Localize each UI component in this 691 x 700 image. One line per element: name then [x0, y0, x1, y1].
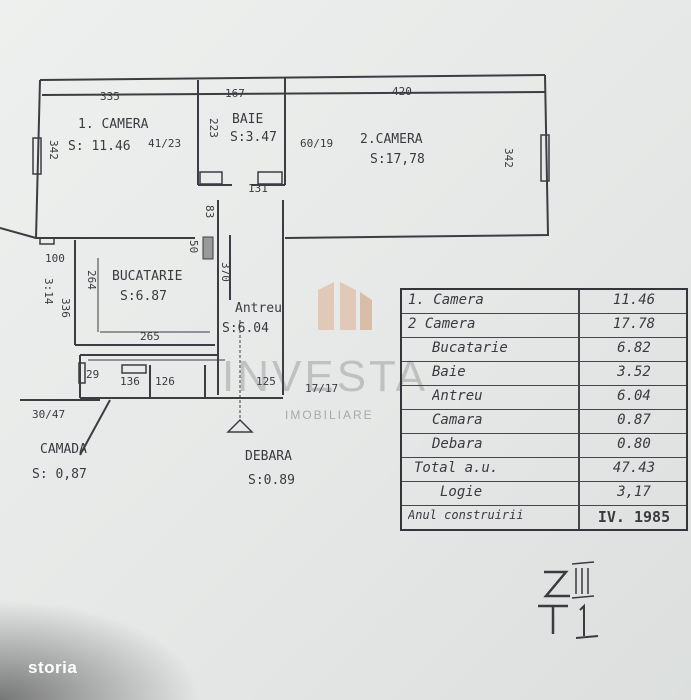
logo-shadow: [0, 600, 200, 700]
watermark-sub: IMOBILIARE: [285, 408, 374, 422]
room-baie-name: BAIE: [232, 112, 263, 127]
room-bucatarie-name: BUCATARIE: [112, 269, 182, 284]
row-value: 3,17: [617, 484, 651, 500]
row-value: 0.80: [617, 436, 651, 452]
outer-wall-top: [39, 74, 546, 81]
table-row: Logie 3,17: [402, 482, 686, 506]
dim-264: 264: [85, 270, 98, 290]
row-label: Debara: [432, 436, 483, 452]
row-value: 6.04: [617, 388, 651, 404]
dim-167: 167: [225, 87, 245, 100]
handwritten-signature: [536, 560, 606, 640]
dim-100: 100: [45, 252, 65, 265]
dim-314: 3:14: [42, 278, 55, 305]
walls: [0, 74, 550, 456]
row-label: 1. Camera: [408, 292, 484, 308]
dim-370: 370: [219, 262, 232, 282]
room-bucatarie-area: S:6.87: [120, 289, 167, 304]
row-value: 47.43: [612, 460, 656, 476]
stove-hatch: [202, 236, 214, 260]
room-camara-name: CAMADA: [40, 442, 87, 457]
outer-wall-right: [284, 74, 550, 239]
window-right: [540, 134, 550, 182]
dim-17-17: 17/17: [305, 382, 338, 395]
row-label: Anul construirii: [408, 508, 524, 522]
dim-29: 29: [86, 368, 99, 381]
door-swing-1: [199, 171, 223, 185]
row-label: Camara: [432, 412, 483, 428]
dim-50: 50: [187, 240, 200, 253]
table-row: Camara 0.87: [402, 410, 686, 434]
dim-60-19: 60/19: [300, 137, 333, 150]
room-antreu-area: S:6.04: [222, 321, 269, 336]
room-camera-2-area: S:17,78: [370, 152, 425, 167]
room-camera-1-name: 1. CAMERA: [78, 117, 149, 132]
table-row: Debara 0.80: [402, 434, 686, 458]
dim-342-right: 342: [502, 148, 515, 168]
room-debara-name: DEBARA: [245, 449, 292, 464]
door-swing-4: [78, 362, 86, 384]
row-label: Baie: [432, 364, 466, 380]
dim-136: 136: [120, 375, 140, 388]
dim-342-left: 342: [47, 140, 60, 160]
row-value: 11.46: [612, 292, 656, 308]
room-antreu-name: Antreu: [235, 301, 282, 316]
dim-336: 336: [59, 298, 72, 318]
row-value: IV. 1985: [597, 508, 671, 526]
storia-logo: storia: [28, 658, 78, 677]
table-row: 1. Camera 11.46: [402, 290, 686, 314]
dim-420: 420: [392, 85, 412, 98]
dim-126: 126: [155, 375, 175, 388]
room-camara-area: S: 0,87: [32, 467, 87, 482]
watermark-brand: INVESTA: [222, 352, 429, 401]
row-label: Total a.u.: [414, 460, 499, 476]
table-row: Total a.u. 47.43: [402, 458, 686, 482]
table-row: 2 Camera 17.78: [402, 314, 686, 338]
table-row: Anul construirii IV. 1985: [402, 506, 686, 530]
entry-arrow-icon: [226, 418, 254, 433]
dim-41-23: 41/23: [148, 137, 181, 150]
room-debara-area: S:0.89: [248, 473, 295, 488]
room-camera-1-area: S: 11.46: [68, 139, 131, 154]
table-row: Bucatarie 6.82: [402, 338, 686, 362]
watermark-logo: [318, 282, 372, 330]
dim-223: 223: [207, 118, 220, 138]
dim-131: 131: [248, 182, 268, 195]
dim-83: 83: [203, 205, 216, 218]
row-value: 0.87: [617, 412, 651, 428]
row-value: 6.82: [617, 340, 651, 356]
row-label: Antreu: [432, 388, 483, 404]
room-baie-area: S:3.47: [230, 130, 277, 145]
row-label: Logie: [440, 484, 483, 500]
dim-335: 335: [100, 90, 120, 103]
room-labels: 1. CAMERA S: 11.46 BAIE S:3.47 2.CAMERA …: [32, 112, 425, 488]
area-table: 1. Camera 11.46 2 Camera 17.78 Bucatarie…: [400, 288, 688, 531]
row-value: 3.52: [617, 364, 651, 380]
table-row: Antreu 6.04: [402, 386, 686, 410]
row-label: 2 Camera: [408, 316, 476, 332]
window-bottom: [39, 237, 55, 245]
dim-265: 265: [140, 330, 160, 343]
door-swing-2: [257, 171, 283, 185]
room-camera-2-name: 2.CAMERA: [360, 132, 423, 147]
dimension-labels: 335 167 420 342 342 223 83 50 370 100 26…: [32, 85, 515, 421]
door-swing-3: [121, 364, 147, 374]
dim-125: 125: [256, 375, 276, 388]
row-value: 17.78: [612, 316, 656, 332]
window-left: [32, 137, 42, 175]
dim-30-47: 30/47: [32, 408, 65, 421]
table-row: Baie 3.52: [402, 362, 686, 386]
row-label: Bucatarie: [432, 340, 508, 356]
